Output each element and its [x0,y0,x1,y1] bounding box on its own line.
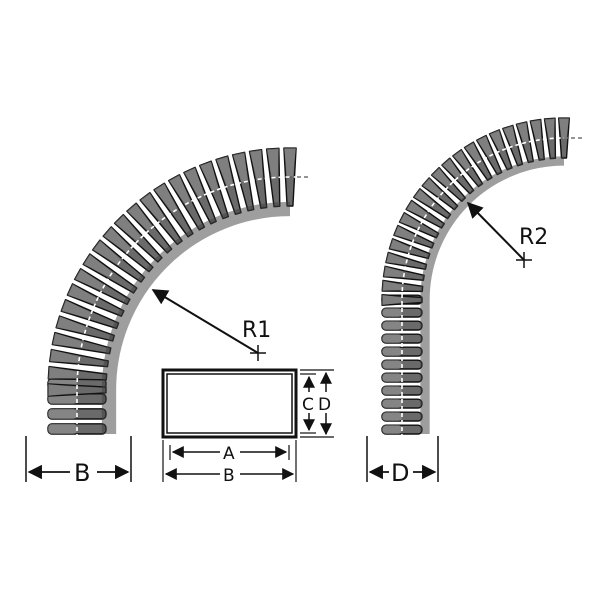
d-right-label: D [391,459,409,487]
dimension-b-left: B [25,436,132,487]
dimension-a: A [169,444,290,464]
cross-section-rectangle [161,368,298,439]
conduit-rib-highlight [452,149,471,171]
conduit-rib-highlight [48,408,77,419]
dimension-d-right: D [366,436,439,487]
conduit-rib-highlight [168,174,191,205]
conduit-rib-highlight [382,386,402,395]
radius-r1-indicator: R1 [151,289,271,361]
dimension-b-rect: B [162,440,297,486]
conduit-rib-highlight [558,118,570,138]
conduit-rib-highlight [49,349,80,363]
conduit-rib-highlight [544,118,555,139]
conduit-rib-highlight [422,177,443,197]
conduit-rib-highlight [382,373,402,382]
conduit-rib-highlight [530,119,541,141]
conduit-rib-highlight [83,254,113,278]
dimension-c: C [300,373,316,434]
conduit-rib-highlight [464,142,482,164]
conduit-rib-highlight [476,135,493,157]
conduit-rib-highlight [48,423,77,434]
conduit-rib-highlight [393,225,416,241]
conduit-rib-highlight [489,129,505,152]
conduit-rib-highlight [431,167,452,188]
conduit-rib-highlight [140,192,165,222]
r1-label: R1 [242,318,271,343]
conduit-rib-highlight [114,214,142,242]
conduit-rib-highlight [74,268,105,291]
large-bend-conduit [47,147,310,438]
small-bend-conduit [381,117,584,438]
dimension-d-rect: D [300,369,334,438]
conduit-rib-highlight [382,412,402,421]
c-label: C [302,395,314,415]
conduit-rib-highlight [216,156,233,187]
conduit-centerline [401,137,584,438]
conduit-rib-highlight [441,158,461,179]
conduit-rib-highlight [56,316,87,333]
b-left-label: B [74,459,90,487]
conduit-inner-shade [101,201,291,434]
conduit-rib-highlight [382,294,402,306]
conduit-rib-highlight [232,152,248,183]
conduit-rib-highlight [52,332,83,348]
conduit-rib-highlight [183,167,204,198]
conduit-rib-highlight [61,299,92,319]
conduit-rib-highlight [389,238,411,253]
conduit-rib-highlight [382,425,402,434]
conduit-rib-highlight [92,240,122,265]
b-rect-label: B [223,466,235,486]
conduit-rib-highlight [382,280,403,291]
conduit-rib-highlight [385,252,407,265]
conduit-rib-highlight [382,334,402,343]
conduit-rib-highlight [103,226,131,253]
conduit-rib-highlight [382,321,402,330]
conduit-inner-shade [420,156,565,434]
conduit-rib-highlight [383,266,405,277]
a-label: A [223,444,235,464]
conduit-rib-highlight [382,399,402,408]
conduit-rib-highlight [126,203,153,231]
conduit-rib-highlight [154,183,178,213]
conduit-rib-highlight [406,200,428,218]
conduit-rib-highlight [199,161,219,192]
conduit-rib-highlight [502,125,517,147]
conduit-centerline [76,176,310,438]
radius-r2-indicator: R2 [466,201,548,268]
conduit-rib-highlight [48,383,77,397]
conduit-rib-highlight [413,188,435,207]
conduit-rib-highlight [382,347,402,356]
conduit-rib-highlight [382,360,402,369]
conduit-rib-highlight [399,212,421,229]
conduit-rib-highlight [382,308,402,317]
conduit-rib-highlight [48,366,78,379]
d-rect-label: D [318,395,331,415]
r2-label: R2 [519,225,548,250]
conduit-rib-highlight [283,148,297,177]
conduit-rib-highlight [516,121,529,143]
conduit-rib-highlight [249,149,263,180]
conduit-rib-highlight [266,148,279,178]
conduit-rib-highlight [67,283,98,304]
